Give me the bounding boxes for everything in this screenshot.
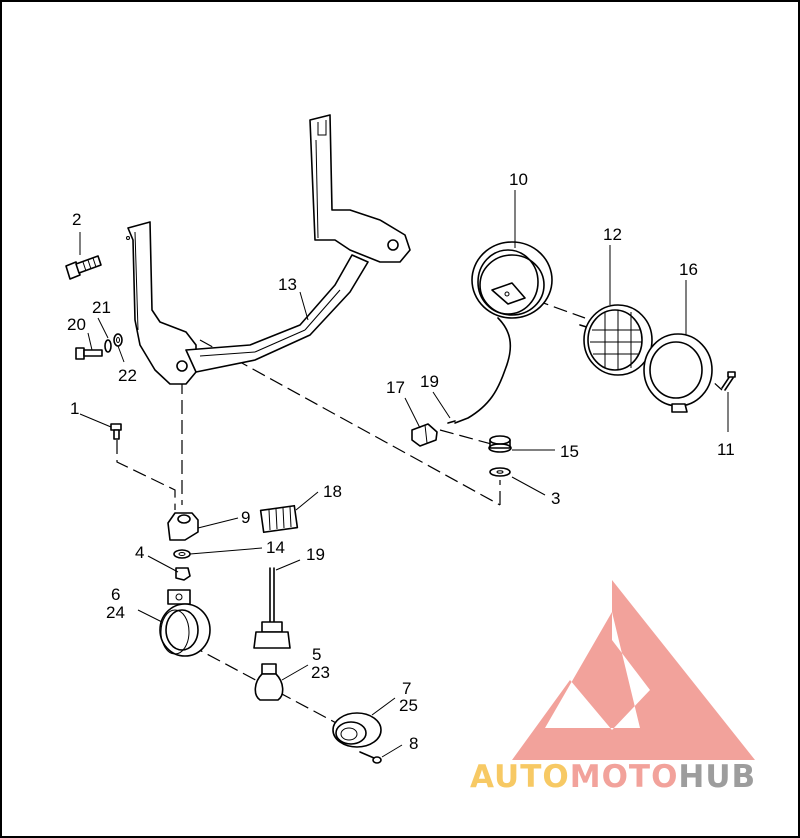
callout-14: 14 [266, 538, 285, 557]
watermark-moto: MOTO [570, 759, 679, 795]
lens-cap-7 [332, 712, 382, 748]
logo-triangle-mark [512, 580, 755, 760]
callout-10: 10 [509, 170, 528, 189]
washer-14 [173, 549, 191, 559]
bolt-2 [65, 255, 102, 280]
mounting-bracket [126, 114, 411, 385]
callout-6: 6 [111, 585, 120, 604]
callouts: 2 21 20 22 1 13 10 12 16 11 15 3 17 19 1… [67, 170, 735, 753]
callout-5: 5 [312, 645, 321, 664]
screw-8 [359, 751, 382, 764]
leader-lines [79, 190, 729, 758]
callout-25: 25 [399, 696, 418, 715]
watermark-auto: AUTO [470, 759, 570, 795]
callout-24: 24 [106, 603, 125, 622]
callout-11: 11 [717, 440, 735, 459]
callout-7: 7 [402, 679, 411, 698]
watermark-text: AUTOMOTOHUB [470, 759, 756, 795]
bulb-5 [254, 663, 284, 701]
callout-2: 2 [72, 210, 81, 229]
callout-20: 20 [67, 315, 86, 334]
trim-ring-16 [643, 333, 713, 413]
clamp-9 [167, 512, 199, 541]
lamp-shell-10 [454, 241, 553, 424]
bolt-20-washers [75, 333, 123, 360]
watermark-logo: AUTOMOTOHUB [470, 580, 756, 795]
nut-4 [175, 567, 191, 581]
callout-19-upper: 19 [420, 372, 439, 391]
callout-23: 23 [311, 663, 330, 682]
callout-9: 9 [241, 508, 250, 527]
callout-4: 4 [135, 543, 144, 562]
socket-wire-19 [253, 567, 291, 649]
callout-3: 3 [551, 489, 560, 508]
watermark-hub: HUB [678, 759, 756, 795]
screw-11 [721, 371, 736, 391]
callout-22: 22 [118, 366, 137, 385]
wire-end-19 [447, 420, 456, 424]
callout-13: 13 [278, 275, 297, 294]
callout-8: 8 [409, 734, 418, 753]
callout-21: 21 [92, 298, 111, 317]
callout-17: 17 [386, 378, 405, 397]
callout-19-lower: 19 [306, 545, 325, 564]
callout-12: 12 [603, 225, 622, 244]
callout-1: 1 [70, 399, 79, 418]
grommet-15 [488, 435, 512, 453]
sealed-beam-12 [579, 304, 653, 376]
callout-15: 15 [560, 442, 579, 461]
callout-16: 16 [679, 260, 698, 279]
connector-18 [259, 504, 299, 534]
callout-18: 18 [323, 482, 342, 501]
plug-17 [411, 423, 438, 447]
washer-3 [489, 467, 511, 477]
housing-6 [159, 589, 211, 657]
